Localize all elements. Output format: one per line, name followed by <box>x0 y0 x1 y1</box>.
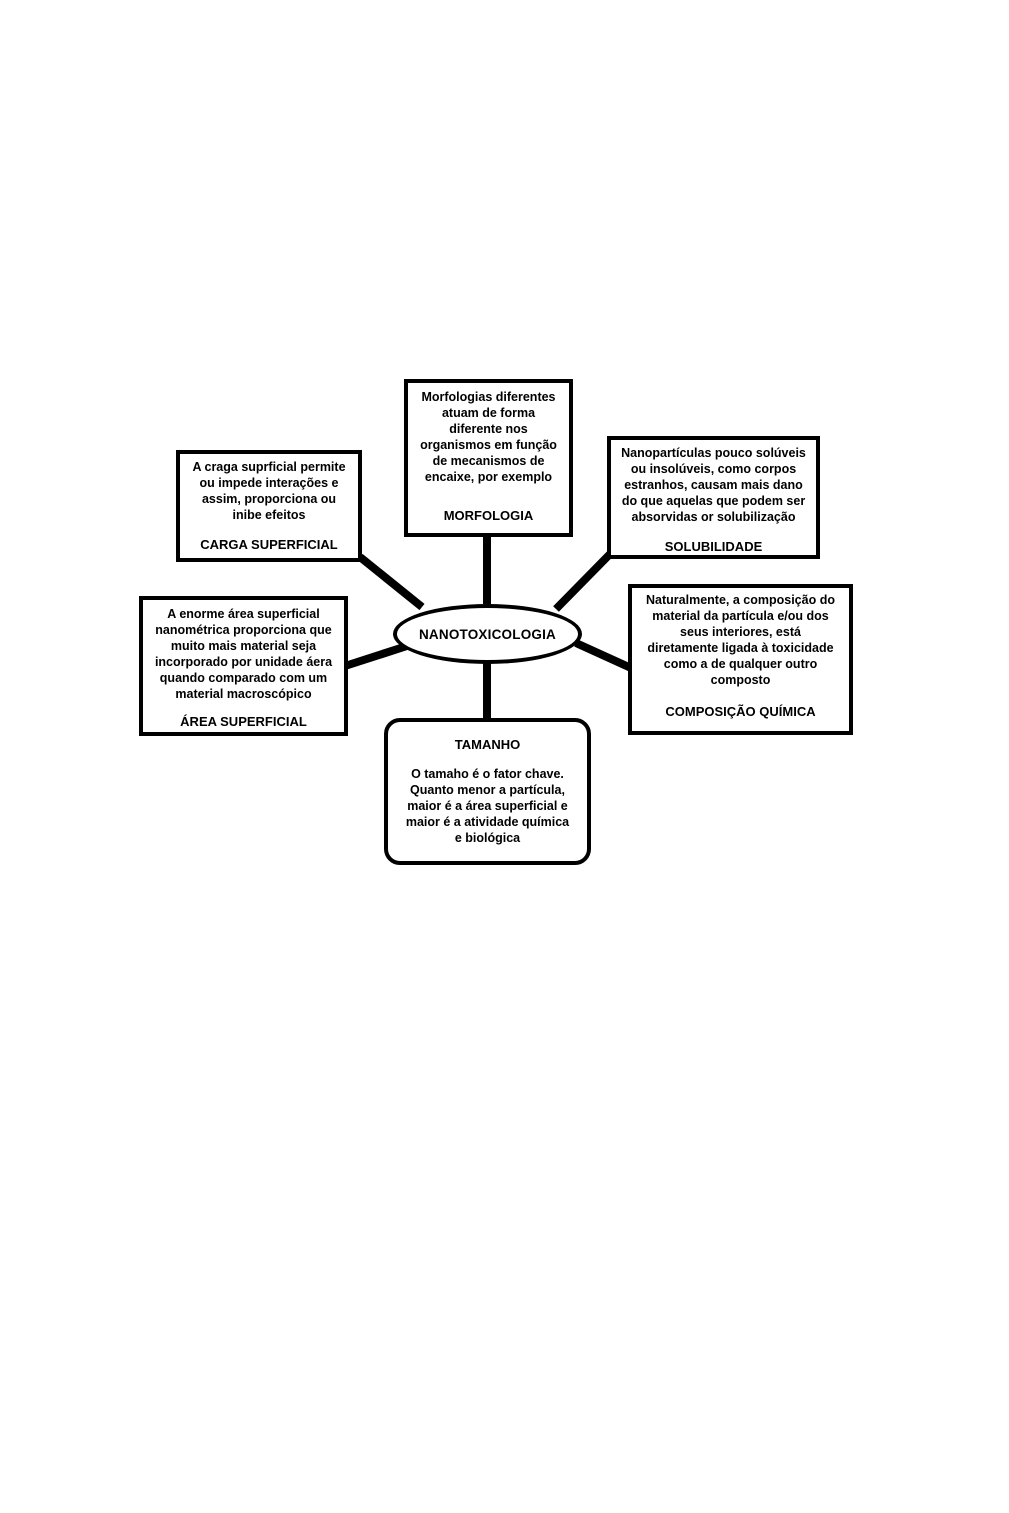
node-tamanho-description: O tamaho é o fator chave. Quanto menor a… <box>405 767 570 845</box>
node-tamanho-label: TAMANHO <box>454 737 521 752</box>
node-morfologia-label: MORFOLOGIA <box>443 508 534 523</box>
connector-area-superficial <box>343 642 409 670</box>
node-area-superficial-description: A enorme área superficial nanométrica pr… <box>154 607 333 701</box>
node-carga-superficial-label: CARGA SUPERFICIAL <box>200 537 338 552</box>
center-node-label: NANOTOXICOLOGIA <box>418 626 556 642</box>
node-area-superficial: A enorme área superficial nanométrica pr… <box>139 596 348 736</box>
node-composicao-quimica: Naturalmente, a composição do material d… <box>628 584 853 735</box>
connector-solubilidade <box>553 549 615 612</box>
node-morfologia: Morfologias diferentes atuam de forma di… <box>404 379 573 537</box>
node-tamanho: TAMANHO O tamaho é o fator chave. Quanto… <box>384 718 591 865</box>
node-area-superficial-label: ÁREA SUPERFICIAL <box>180 714 307 729</box>
node-carga-superficial-description: A craga suprficial permite ou impede int… <box>192 460 346 522</box>
node-solubilidade-label: SOLUBILIDADE <box>664 539 763 554</box>
connector-composicao-quimica <box>574 639 633 672</box>
node-morfologia-description: Morfologias diferentes atuam de forma di… <box>420 390 557 484</box>
node-solubilidade-description: Nanopartículas pouco solúveis ou insolúv… <box>621 446 806 524</box>
node-carga-superficial: A craga suprficial permite ou impede int… <box>176 450 362 562</box>
node-composicao-quimica-description: Naturalmente, a composição do material d… <box>646 593 835 687</box>
node-composicao-quimica-label: COMPOSIÇÃO QUÍMICA <box>665 704 816 719</box>
connector-carga-superficial <box>357 553 425 611</box>
center-node-nanotoxicologia: NANOTOXICOLOGIA <box>393 604 582 664</box>
node-solubilidade: Nanopartículas pouco solúveis ou insolúv… <box>607 436 820 559</box>
